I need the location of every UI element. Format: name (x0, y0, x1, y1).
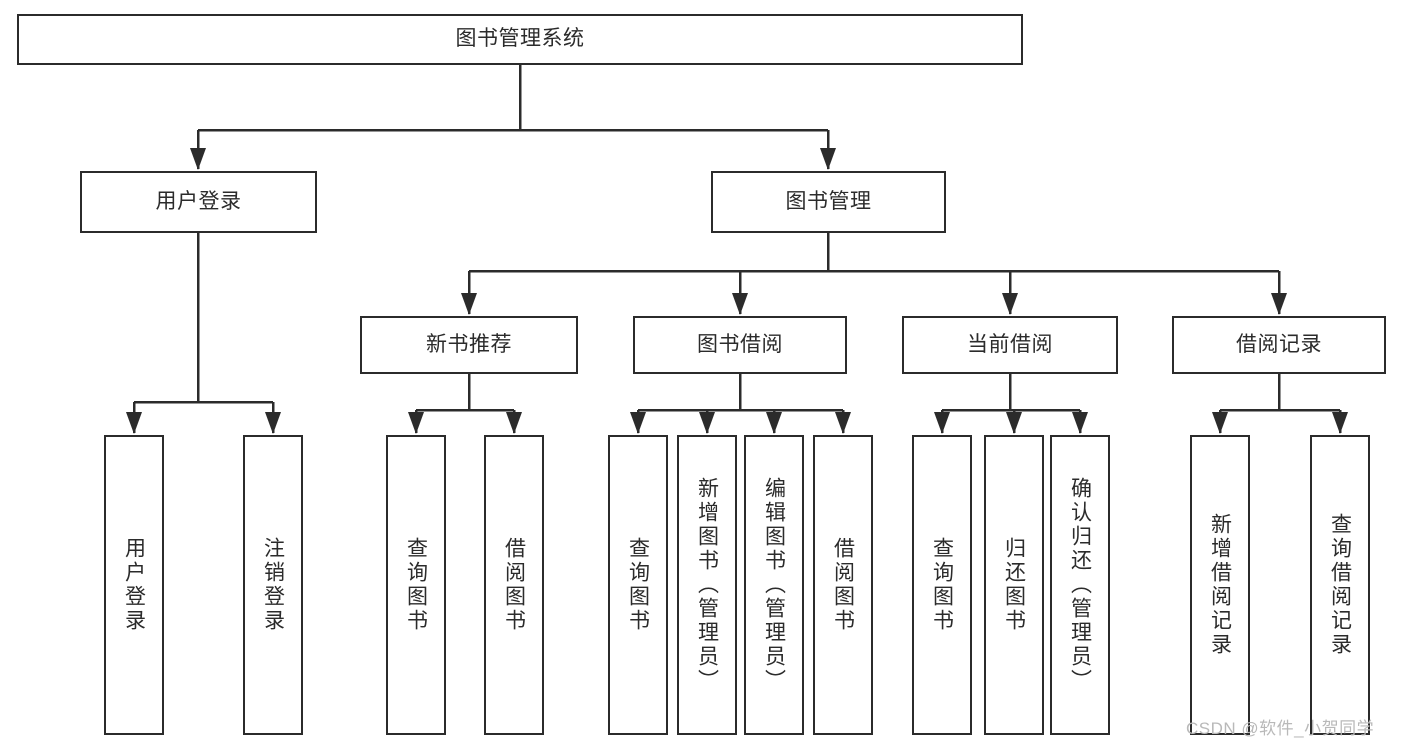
node-leaf-user-login[interactable]: 用户登录 (104, 435, 164, 735)
arrow-head-n-user-login-0 (126, 412, 142, 434)
node-label: 图书管理系统 (455, 27, 585, 51)
node-root-n-root[interactable]: 图书管理系统 (17, 14, 1023, 65)
arrow-head-n-book-borrow-1 (699, 412, 715, 434)
node-n-current-borrow[interactable]: 当前借阅 (902, 316, 1118, 374)
node-leaf-logout[interactable]: 注销登录 (243, 435, 303, 735)
arrow-head-n-borrow-record-0 (1212, 412, 1228, 434)
arrow-head-n-current-borrow-0 (934, 412, 950, 434)
arrow-head-n-new-book-rec-0 (408, 412, 424, 434)
node-n-new-book-rec[interactable]: 新书推荐 (360, 316, 578, 374)
node-label: 归还图书 (1002, 537, 1026, 633)
node-leaf-borrow-book-2[interactable]: 借阅图书 (813, 435, 873, 735)
node-label: 查询图书 (404, 537, 428, 633)
arrow-head-n-book-borrow-3 (835, 412, 851, 434)
node-label: 新书推荐 (426, 332, 512, 356)
arrow-head-n-current-borrow-1 (1006, 412, 1022, 434)
arrow-head-root-1 (820, 148, 836, 170)
node-label: 图书借阅 (697, 332, 783, 356)
node-label: 确认归还（管理员） (1068, 477, 1092, 693)
node-leaf-query-book-2[interactable]: 查询图书 (608, 435, 668, 735)
node-leaf-add-record[interactable]: 新增借阅记录 (1190, 435, 1250, 735)
arrow-head-n-user-login-1 (265, 412, 281, 434)
arrow-head-n-current-borrow-2 (1072, 412, 1088, 434)
node-label: 用户登录 (155, 189, 242, 213)
node-label: 查询图书 (930, 537, 954, 633)
node-leaf-edit-book[interactable]: 编辑图书（管理员） (744, 435, 804, 735)
node-leaf-query-record[interactable]: 查询借阅记录 (1310, 435, 1370, 735)
node-leaf-query-book-3[interactable]: 查询图书 (912, 435, 972, 735)
arrow-head-n-borrow-record-1 (1332, 412, 1348, 434)
node-label: 查询借阅记录 (1328, 513, 1352, 657)
node-label: 新增图书（管理员） (695, 477, 719, 693)
node-leaf-add-book[interactable]: 新增图书（管理员） (677, 435, 737, 735)
node-label: 查询图书 (626, 537, 650, 633)
node-label: 当前借阅 (967, 332, 1053, 356)
node-label: 新增借阅记录 (1208, 513, 1232, 657)
arrow-head-n-new-book-rec-1 (506, 412, 522, 434)
node-n-user-login[interactable]: 用户登录 (80, 171, 317, 233)
node-n-book-mgmt[interactable]: 图书管理 (711, 171, 946, 233)
arrow-head-n-book-borrow-0 (630, 412, 646, 434)
node-leaf-borrow-book-1[interactable]: 借阅图书 (484, 435, 544, 735)
node-n-borrow-record[interactable]: 借阅记录 (1172, 316, 1386, 374)
arrow-head-n-book-borrow-2 (766, 412, 782, 434)
arrow-head-bookmgmt-3 (1271, 293, 1287, 315)
node-leaf-confirm-return[interactable]: 确认归还（管理员） (1050, 435, 1110, 735)
csdn-watermark: CSDN @软件_小贺同学 (1186, 719, 1375, 738)
arrow-head-bookmgmt-2 (1002, 293, 1018, 315)
node-label: 借阅图书 (831, 537, 855, 633)
arrow-head-bookmgmt-1 (732, 293, 748, 315)
node-leaf-return-book[interactable]: 归还图书 (984, 435, 1044, 735)
node-n-book-borrow[interactable]: 图书借阅 (633, 316, 847, 374)
arrow-head-bookmgmt-0 (461, 293, 477, 315)
node-label: 借阅记录 (1236, 332, 1322, 356)
node-label: 借阅图书 (502, 537, 526, 633)
node-label: 用户登录 (122, 537, 146, 633)
node-label: 图书管理 (785, 189, 872, 213)
node-leaf-query-book-1[interactable]: 查询图书 (386, 435, 446, 735)
node-label: 编辑图书（管理员） (762, 477, 786, 693)
arrow-head-root-0 (190, 148, 206, 170)
node-label: 注销登录 (261, 537, 285, 633)
